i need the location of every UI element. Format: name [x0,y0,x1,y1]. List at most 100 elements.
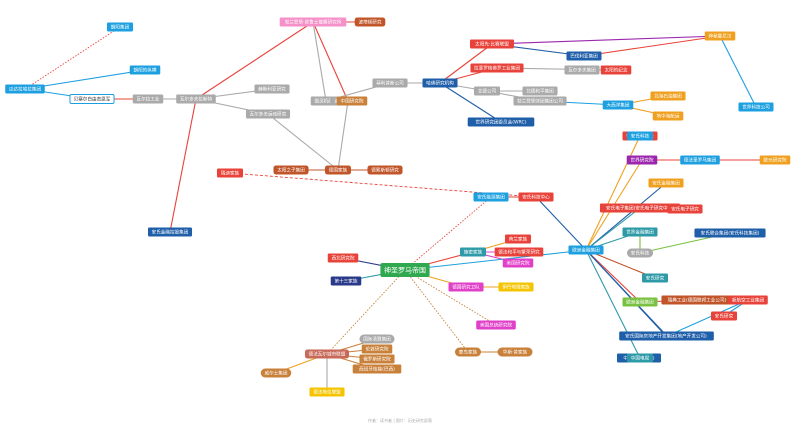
node-n66[interactable]: 欧洲金融集团 [622,297,658,307]
node-n14[interactable]: 哈佛研究机构 [422,78,458,88]
node-n7[interactable]: 勃兰登堡·普鲁士雄鹰研究所 [279,17,347,27]
node-box [273,165,309,175]
node-n17[interactable]: 巴伐利亚集团 [566,51,602,61]
node-n30[interactable]: 德累斯顿研究 [367,165,403,175]
node-n53[interactable]: 瓦尔多夫集团 [564,65,600,75]
node-box [473,192,509,202]
node-n54[interactable]: 太阳的纪念 [600,65,632,75]
node-n47[interactable]: 德法地位联盟 [309,387,345,397]
node-n37[interactable]: 荷兰家族 [504,234,532,244]
node-n56[interactable]: 世界研究院 [626,155,658,165]
node-n75[interactable]: 中国电视 [626,353,654,363]
node-n34[interactable]: 西北研究院 [327,253,359,263]
node-n44[interactable]: 华斯·普家族 [497,347,533,357]
node-n72[interactable]: 欧洲金融集团 [568,245,604,255]
node-n68[interactable]: 新航空工业集团 [728,295,768,305]
node-n33[interactable]: 安氏金融控股集团 [147,227,193,237]
node-n22[interactable]: 神秘曼尼汉 [704,31,736,41]
node-n3[interactable]: 朝阳的纵横 [129,65,161,75]
node-n48[interactable]: 国际清算集团 [359,334,395,344]
node-n74[interactable]: 安氏国际房地产开发集团(地产开发公司) [619,331,713,341]
node-n5[interactable]: 瓦尔拉工业 [132,94,164,104]
node-box [626,131,654,141]
node-n2[interactable]: 朝阳集团 [106,22,134,32]
node-n39[interactable]: 美国研究院 [502,258,534,268]
node-n62[interactable]: 安氏联合集团(安氏科技集团) [694,228,766,238]
node-n63[interactable]: 世界金融集团 [622,227,658,237]
node-n16[interactable]: 拉斐罗格佛罗工业集团 [470,63,524,73]
node-label: 巴伐利亚集团 [570,53,598,60]
node-n46[interactable]: 威尔士集团 [260,368,292,378]
node-box [359,354,395,364]
node-box [738,102,774,112]
node-label: 安氏科技 [631,133,650,140]
node-n43[interactable]: 鹿岛家族 [454,347,482,357]
node-n32[interactable]: 安氏科技中心 [518,192,554,202]
node-n8[interactable]: 波塔顿研究 [354,17,386,27]
node-n26[interactable]: 世界科技公司 [738,102,774,112]
node-n28[interactable]: 太阳之子集团 [273,165,309,175]
node-n61[interactable]: 安氏电子研究 [667,204,703,214]
node-label: 神圣罗马帝国 [384,266,426,275]
node-label: 美国总统研究院 [480,322,513,329]
link-n12-n29 [337,100,349,171]
node-label: 大西洋集团 [607,102,630,109]
node-label: 德法地位联盟 [313,389,341,396]
node-n65[interactable]: 安氏研究 [641,273,669,283]
node-n60[interactable]: 安氏电子集团(安氏电子研究中心) [599,203,681,213]
node-n4[interactable]: 贝塞尔白由态恩军 [69,94,115,104]
node-n51[interactable]: 西班牙核能(巴西) [352,364,402,374]
node-n15[interactable]: 太阳先·比赛联盟 [469,39,515,49]
node-box [518,192,554,202]
node-label: 安氏金融控股集团 [152,229,189,236]
node-n59[interactable]: 安氏金融集团 [648,178,684,188]
node-n35[interactable]: 第十三家族 [330,276,362,286]
node-n21[interactable]: 世界研究团委员会(WRC) [467,117,535,127]
node-box [710,311,738,321]
link-n72-n65 [585,249,656,279]
node-box [380,263,430,277]
node-n23[interactable]: 大西洋集团 [602,100,634,110]
node-n10[interactable]: 瓦尔多夫运动研究 [245,109,291,119]
node-n67[interactable]: 瑞典工业(德国联邦工业公司) [661,295,733,305]
node-n57[interactable]: 德法圣罗马集团 [680,155,720,165]
node-n25[interactable]: 地中海航运 [652,111,684,121]
node-label: 欧洲金融集团 [626,299,654,306]
node-n6[interactable]: 瓦尔多夫拉斯特 [176,94,216,104]
node-box [650,91,686,101]
node-n31[interactable]: 安氏能源集团 [473,192,509,202]
node-n13[interactable]: 菲利普斯公司 [372,78,408,88]
node-n50[interactable]: 俄罗斯研究院 [359,354,395,364]
node-n18[interactable]: 北德公司 [473,86,501,96]
node-n29[interactable]: 德国家族 [324,165,352,175]
node-n49[interactable]: 伦敦研究院 [361,344,393,354]
node-n64[interactable]: 安氏科技 [626,248,654,258]
node-n42[interactable]: 美国总统研究院 [476,320,516,330]
node-n45[interactable]: 德法瓦尔城市联盟 [304,349,350,359]
node-n24[interactable]: 北海石油集团 [650,91,686,101]
node-n40[interactable]: 德国研究卫队 [448,282,484,292]
node-n20[interactable]: 勃兰登堡财团集团公司 [513,96,567,106]
node-label: 美国研究院 [507,260,530,267]
node-n41[interactable]: 伊丹地理家族 [498,282,534,292]
node-n19[interactable]: 北德和平集团 [522,86,558,96]
node-n27[interactable]: 瑞迪家族 [216,168,244,178]
node-n73[interactable]: 安氏科技 [626,131,654,141]
node-n36[interactable]: 施密家族 [459,247,487,257]
node-box [622,227,658,237]
node-label: 地中海航运 [657,113,680,120]
node-n69[interactable]: 安氏研究 [710,311,738,321]
node-n1[interactable]: 瓜达拉哈拉集团 [5,84,45,94]
node-n38[interactable]: 德法和平与繁荣研究 [494,247,544,257]
node-n9[interactable]: 赫斯利亚研究 [254,84,290,94]
node-box [497,347,533,357]
node-label: 瑞迪家族 [221,170,240,177]
node-n52[interactable]: 中国研究院 [336,96,368,106]
node-label: 威尔士集团 [265,370,288,377]
link-n7-n12 [312,21,349,102]
node-box [467,117,535,127]
node-box [522,86,558,96]
node-n58[interactable]: 欧元研究院 [759,155,791,165]
link-n22-n15 [491,35,721,45]
node-root[interactable]: 神圣罗马帝国 [380,263,430,277]
